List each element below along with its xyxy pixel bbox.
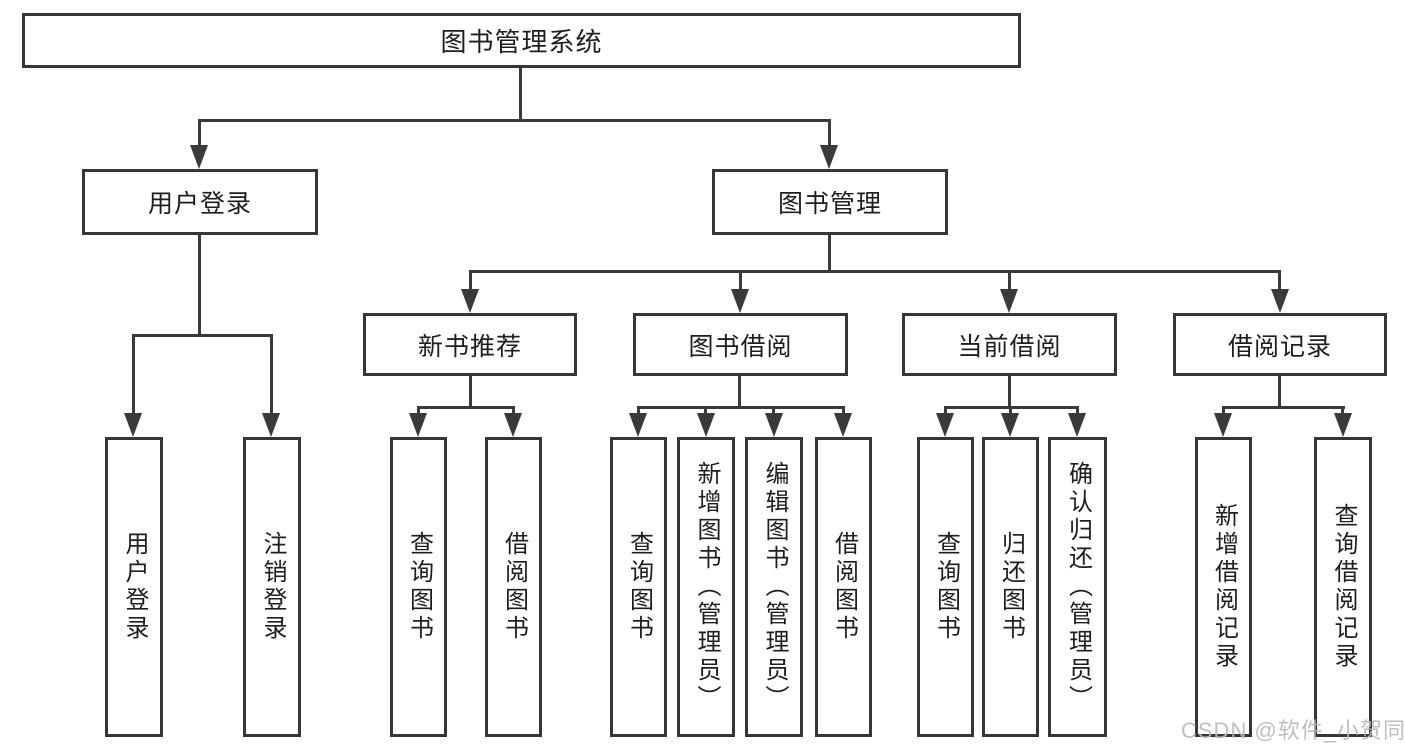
node-label: 新增图书（管理员） <box>693 461 720 713</box>
connector-line <box>519 67 522 120</box>
connector-line <box>1278 376 1281 407</box>
node-label: 借阅图书 <box>500 531 528 643</box>
connector-line <box>1278 272 1281 292</box>
connector-line <box>637 406 845 409</box>
connector-line <box>1008 272 1011 292</box>
connector-line <box>738 376 741 407</box>
csdn-watermark: CSDN @软件_小贺同学 <box>1181 718 1405 743</box>
arrowhead-down-icon <box>124 413 142 437</box>
arrowhead-down-icon <box>461 289 479 313</box>
connector-line <box>417 408 420 416</box>
arrowhead-down-icon <box>731 289 749 313</box>
leaf-query-books-borrowing: 查询图书 <box>610 437 667 737</box>
arrowhead-down-icon <box>1214 413 1232 437</box>
connector-line <box>1222 406 1345 409</box>
leaf-logout: 注销登录 <box>243 437 301 737</box>
connector-line <box>944 406 1079 409</box>
node-label: 确认归还（管理员） <box>1064 461 1092 713</box>
node-label: 查询图书 <box>625 531 653 643</box>
arrowhead-down-icon <box>629 413 647 437</box>
connector-line <box>1009 408 1012 416</box>
node-label: 用户登录 <box>121 531 148 643</box>
connector-line <box>772 408 775 416</box>
connector-line <box>512 408 515 416</box>
leaf-add-books-admin: 新增图书（管理员） <box>677 437 735 737</box>
node-book-management: 图书管理 <box>712 169 948 235</box>
arrowhead-down-icon <box>834 413 852 437</box>
arrowhead-down-icon <box>1271 289 1289 313</box>
node-label: 编辑图书（管理员） <box>761 461 788 713</box>
arrowhead-down-icon <box>820 145 838 169</box>
connector-line <box>198 235 201 336</box>
node-label: 新书推荐 <box>417 332 522 361</box>
leaf-edit-books-admin: 编辑图书（管理员） <box>745 437 803 737</box>
arrowhead-down-icon <box>936 413 954 437</box>
arrowhead-down-icon <box>765 413 783 437</box>
connector-line <box>828 235 831 272</box>
arrowhead-down-icon <box>262 413 280 437</box>
connector-line <box>198 121 201 149</box>
connector-line <box>1222 408 1225 416</box>
arrowhead-down-icon <box>1334 413 1352 437</box>
leaf-query-books-recommend: 查询图书 <box>390 437 447 737</box>
leaf-user-login: 用户登录 <box>105 437 163 737</box>
node-label: 借阅图书 <box>830 531 858 643</box>
arrowhead-down-icon <box>697 413 715 437</box>
node-current-borrowing: 当前借阅 <box>902 313 1117 376</box>
node-new-book-recommend: 新书推荐 <box>363 313 577 376</box>
leaf-query-borrow-record: 查询借阅记录 <box>1314 437 1372 737</box>
connector-line <box>270 336 273 416</box>
connector-line <box>469 376 472 407</box>
arrowhead-down-icon <box>1068 413 1086 437</box>
node-label: 查询借阅记录 <box>1330 503 1357 671</box>
node-label: 图书借阅 <box>688 332 793 361</box>
arrowhead-down-icon <box>190 145 208 169</box>
leaf-query-books-current: 查询图书 <box>917 437 974 737</box>
node-label: 查询图书 <box>405 531 433 643</box>
connector-line <box>704 408 707 416</box>
connector-line <box>842 408 845 416</box>
connector-line <box>132 336 135 416</box>
connector-line <box>198 119 831 122</box>
connector-line <box>469 270 1281 273</box>
node-user-login: 用户登录 <box>82 169 318 235</box>
leaf-borrow-books-borrowing: 借阅图书 <box>815 437 872 737</box>
node-label: 图书管理系统 <box>440 27 603 57</box>
leaf-add-borrow-record: 新增借阅记录 <box>1195 437 1252 737</box>
node-borrowing-records: 借阅记录 <box>1173 313 1387 376</box>
connector-line <box>637 408 640 416</box>
node-label: 借阅记录 <box>1227 332 1332 361</box>
arrowhead-down-icon <box>1000 289 1018 313</box>
connector-line <box>944 408 947 416</box>
connector-line <box>1341 408 1344 416</box>
node-library-system: 图书管理系统 <box>22 13 1021 68</box>
node-label: 归还图书 <box>997 531 1025 643</box>
node-label: 注销登录 <box>259 531 286 643</box>
node-label: 图书管理 <box>777 190 882 218</box>
connector-line <box>1008 376 1011 407</box>
node-label: 查询图书 <box>932 531 960 643</box>
connector-line <box>739 272 742 292</box>
leaf-confirm-return-admin: 确认归还（管理员） <box>1048 437 1107 737</box>
connector-line <box>132 334 273 337</box>
node-label: 用户登录 <box>147 190 252 218</box>
arrowhead-down-icon <box>1001 413 1019 437</box>
connector-line <box>828 121 831 149</box>
connector-line <box>1076 408 1079 416</box>
arrowhead-down-icon <box>409 413 427 437</box>
node-label: 当前借阅 <box>957 332 1062 361</box>
connector-line <box>417 406 515 409</box>
node-label: 新增借阅记录 <box>1210 503 1238 671</box>
node-book-borrowing: 图书借阅 <box>633 313 848 376</box>
leaf-borrow-books-recommend: 借阅图书 <box>485 437 542 737</box>
leaf-return-books: 归还图书 <box>982 437 1039 737</box>
connector-line <box>469 272 472 292</box>
arrowhead-down-icon <box>504 413 522 437</box>
